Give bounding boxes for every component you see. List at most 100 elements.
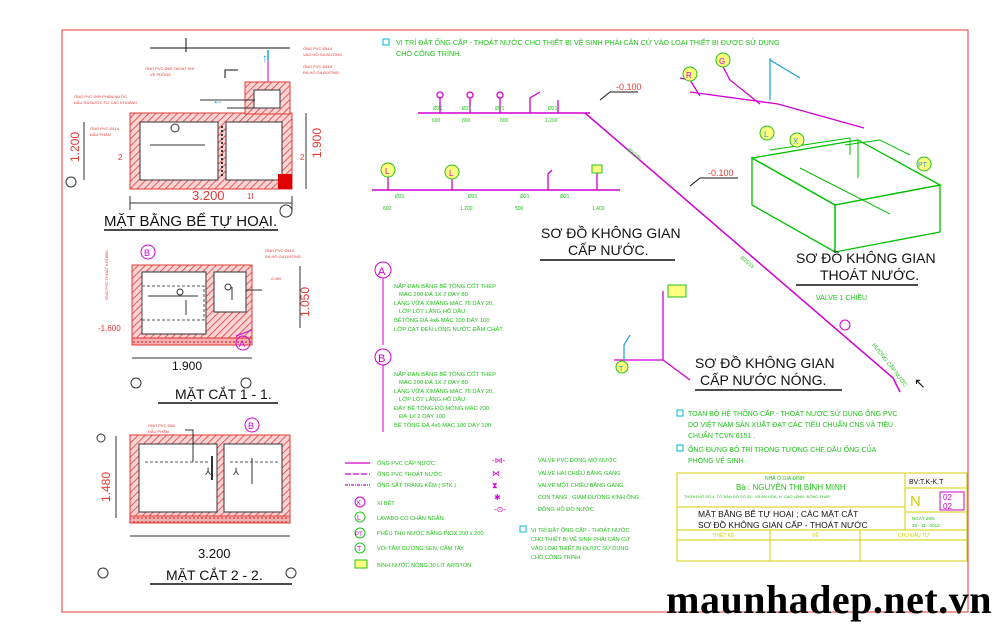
svg-text:-⊙-: -⊙-: [494, 505, 506, 514]
legend-r-3: VALVE MỘT CHIỀU BẰNG GANG .: [538, 481, 627, 489]
layer-b-1: NẮP ĐAN BẰNG BÊ TÔNG CỐT THÉP: [394, 370, 496, 378]
svg-text:ỐNG PVC Ø114: ỐNG PVC Ø114: [303, 46, 333, 51]
svg-text:⅄: ⅄: [204, 467, 212, 478]
svg-text:ỐNG PVC Ø114: ỐNG PVC Ø114: [265, 248, 295, 253]
level-1: -0.100: [616, 82, 642, 92]
svg-text:⧗: ⧗: [492, 481, 498, 490]
tb-address: THỬA ĐẤT SỐ 4, TỜ BẢN ĐỒ SỐ 30 - XÃ AN H…: [684, 494, 831, 499]
s2-width-dim: 3.200: [198, 546, 231, 561]
supply-title-line2: CẤP NƯỚC.: [568, 242, 649, 258]
s1-level: -1.600: [98, 324, 121, 333]
note-r-2: DO VIỆT NAM SẢN XUẤT ĐẠT CÁC TIÊU CHUẨN …: [688, 419, 893, 429]
svg-text:Ø21: Ø21: [560, 194, 570, 200]
svg-text:Ø21: Ø21: [548, 106, 558, 112]
tb-date-value: 15 - 11 - 2012: [912, 523, 940, 528]
svg-text:ĐẦU RA NƯỚC TỪ CÁC KHOẢNG: ĐẦU RA NƯỚC TỪ CÁC KHOẢNG: [74, 100, 138, 105]
svg-text:ỐNG PVC Ø114: ỐNG PVC Ø114: [303, 64, 333, 69]
tb-role-2: VẼ: [812, 532, 819, 539]
tb-drawing-line2: SƠ ĐỒ KHÔNG GIAN CẤP - THOÁT NƯỚC: [698, 519, 868, 530]
legend-r-1: VALVE PVC ĐÓNG MỞ NƯỚC: [538, 457, 617, 464]
title-block: NHÀ Ở GIA ĐÌNH Bà : NGUYỄN THỊ BÍNH MINH…: [676, 472, 968, 562]
layer-a-2: MÁC 200 ĐÁ 1X 2 DÀY 80: [399, 291, 468, 298]
layer-a-3: LÁNG VỮA XIMĂNG MÁC 75 DÀY 20,: [394, 300, 494, 307]
legend-l-1: ỐNG PVC CẤP NƯỚC: [377, 460, 435, 467]
legend-l-2: ỐNG PVC THOÁT NƯỚC: [377, 471, 442, 478]
svg-text:ĐẦU PHÂN: ĐẦU PHÂN: [90, 132, 111, 137]
tb-role-1: THIẾT KẾ: [712, 532, 735, 539]
svg-text:1.400: 1.400: [592, 206, 605, 212]
tb-sheet-total: 02: [943, 502, 952, 511]
site-watermark: maunhadep.net.vn: [666, 577, 992, 622]
sheet-border: [61, 29, 969, 613]
legend: X L PT T ỐNG PVC CẤP NƯỚC ỐNG PVC THOÁT …: [345, 456, 643, 569]
svg-text:G: G: [719, 57, 725, 66]
drain-title-line1: SƠ ĐỒ KHÔNG GIAN: [796, 249, 936, 266]
valve-label: VALVE 1 CHIỀU: [816, 292, 867, 302]
s1-width-dim: 1.900: [172, 359, 202, 373]
legend-l-6: PHỄU THU NƯỚC BẰNG INOX 200 x 200.: [377, 529, 485, 537]
drain-isometric: R G L X PT SƠ ĐỒ KHÔNG GIAN THOÁT NƯỚC. …: [679, 52, 942, 391]
svg-text:B: B: [248, 421, 254, 431]
svg-text:ỐNG PVC Ø90 PHÂN NƯỚC: ỐNG PVC Ø90 PHÂN NƯỚC: [74, 94, 127, 99]
svg-text:600: 600: [383, 206, 392, 212]
layer-a-6: LỚP CÁT ĐEN LÓNG NƯỚC ĐẦM CHẶT: [394, 326, 503, 333]
tb-owner: Bà : NGUYỄN THỊ BÍNH MINH: [736, 483, 846, 492]
svg-text:1.200: 1.200: [545, 118, 558, 124]
svg-text:Ø21: Ø21: [468, 194, 478, 200]
svg-text:B: B: [144, 248, 150, 258]
svg-text:PT: PT: [918, 162, 928, 169]
svg-text:800: 800: [500, 118, 509, 124]
svg-text:ỐNG PVC Ø60: ỐNG PVC Ø60: [148, 423, 176, 428]
svg-text:X: X: [793, 137, 799, 146]
svg-text:R: R: [686, 71, 692, 80]
legend-sym-l: L: [357, 515, 361, 522]
tb-code: BV:T.K-K.T: [909, 479, 944, 486]
legend-note-4: CHO CÔNG TRÌNH.: [531, 554, 582, 561]
plan-inner-dim: 1.200: [68, 132, 82, 162]
layer-b-label: B: [378, 353, 385, 365]
level-2: -0.100: [708, 168, 734, 178]
svg-text:RA HỐ GA ĐƯỜNG: RA HỐ GA ĐƯỜNG: [265, 254, 301, 259]
hot-title-line1: SƠ ĐỒ KHÔNG GIAN: [695, 354, 835, 371]
layer-b-3: LÁNG VỮA XIMĂNG MÁC 75 DÀY 20,: [394, 388, 494, 395]
section-2-2: ⅄ ⅄ 1.480 3.200 B ỐNG PVC Ø60 ĐẦU PHÂN M…: [96, 417, 297, 585]
legend-l-5: LAVABO CÓ CHÂN NGẮN: [377, 514, 444, 522]
svg-text:Ø21: Ø21: [495, 106, 505, 112]
legend-r-4: CON TÁNG , GIẢM ĐƯỜNG KÍNH ỐNG .: [538, 494, 643, 501]
svg-text:ỐNG PVC THOÁT KHÍ Ø60: ỐNG PVC THOÁT KHÍ Ø60: [104, 250, 109, 300]
layer-a-5: BÊTÔNG ĐÁ 4x6 MÁC 100 DÀY 100: [394, 316, 490, 324]
svg-text:ỐNG PVC Ø114: ỐNG PVC Ø114: [90, 126, 120, 131]
legend-l-7: VÒI TẮM GƯƠNG SEN, CẦM TAY.: [377, 544, 465, 552]
plan-width-dim: 3.200: [192, 188, 225, 203]
svg-text:Ø21: Ø21: [395, 194, 405, 200]
legend-sym-pt: PT: [355, 532, 363, 538]
section-1-1: 1.900 1.050 -1.600 B A MẶT CẮT 1 - 1. ỐN…: [98, 244, 312, 404]
svg-text:Ø21: Ø21: [520, 194, 530, 200]
layer-a-1: NẮP ĐAN BẰNG BÊ TÔNG CỐT THÉP: [394, 282, 496, 290]
svg-text:2: 2: [300, 153, 305, 162]
supply-title-line1: SƠ ĐỒ KHÔNG GIAN: [541, 224, 681, 241]
svg-text:-⋈-: -⋈-: [492, 456, 506, 465]
layer-b-5: ĐÁY BÊ TÔNG ĐỔ MÓNG MÁC 200: [394, 404, 489, 412]
tb-category: NHÀ Ở GIA ĐÌNH: [765, 475, 805, 482]
legend-l-4: XÍ BỆT: [377, 499, 395, 507]
hot-water-isometric: T SƠ ĐỒ KHÔNG GIAN CẤP NƯỚC NÓNG.: [614, 284, 842, 391]
tb-sheet-letter: N: [910, 493, 921, 510]
s2-height-dim: 1.480: [99, 472, 113, 502]
svg-text:RA HỐ GA ĐƯỜNG: RA HỐ GA ĐƯỜNG: [303, 70, 339, 75]
svg-text:Ø21: Ø21: [462, 106, 472, 112]
svg-text:L: L: [764, 130, 769, 139]
legend-note-2: CHO THIẾT BỊ VỆ SINH PHẢI CĂN CỨ: [531, 535, 630, 543]
svg-text:ĐẦU PHÂN: ĐẦU PHÂN: [148, 429, 169, 434]
svg-text:Ø32/25: Ø32/25: [626, 147, 643, 162]
svg-text:←: ←: [212, 93, 224, 107]
tb-date-label: NGÀY 26/5: [912, 515, 935, 521]
top-note-line2: CHO CÔNG TRÌNH.: [396, 49, 461, 58]
svg-text:✱: ✱: [494, 493, 501, 502]
layer-b-4: LỚP LÓT LÁNG HỒ DẦU: [399, 396, 465, 403]
svg-text:500: 500: [515, 206, 524, 212]
legend-sym-x: X: [356, 500, 361, 507]
svg-text:A: A: [239, 339, 245, 349]
note-r-3: CHUẨN TCVN 6151 .: [688, 431, 755, 440]
